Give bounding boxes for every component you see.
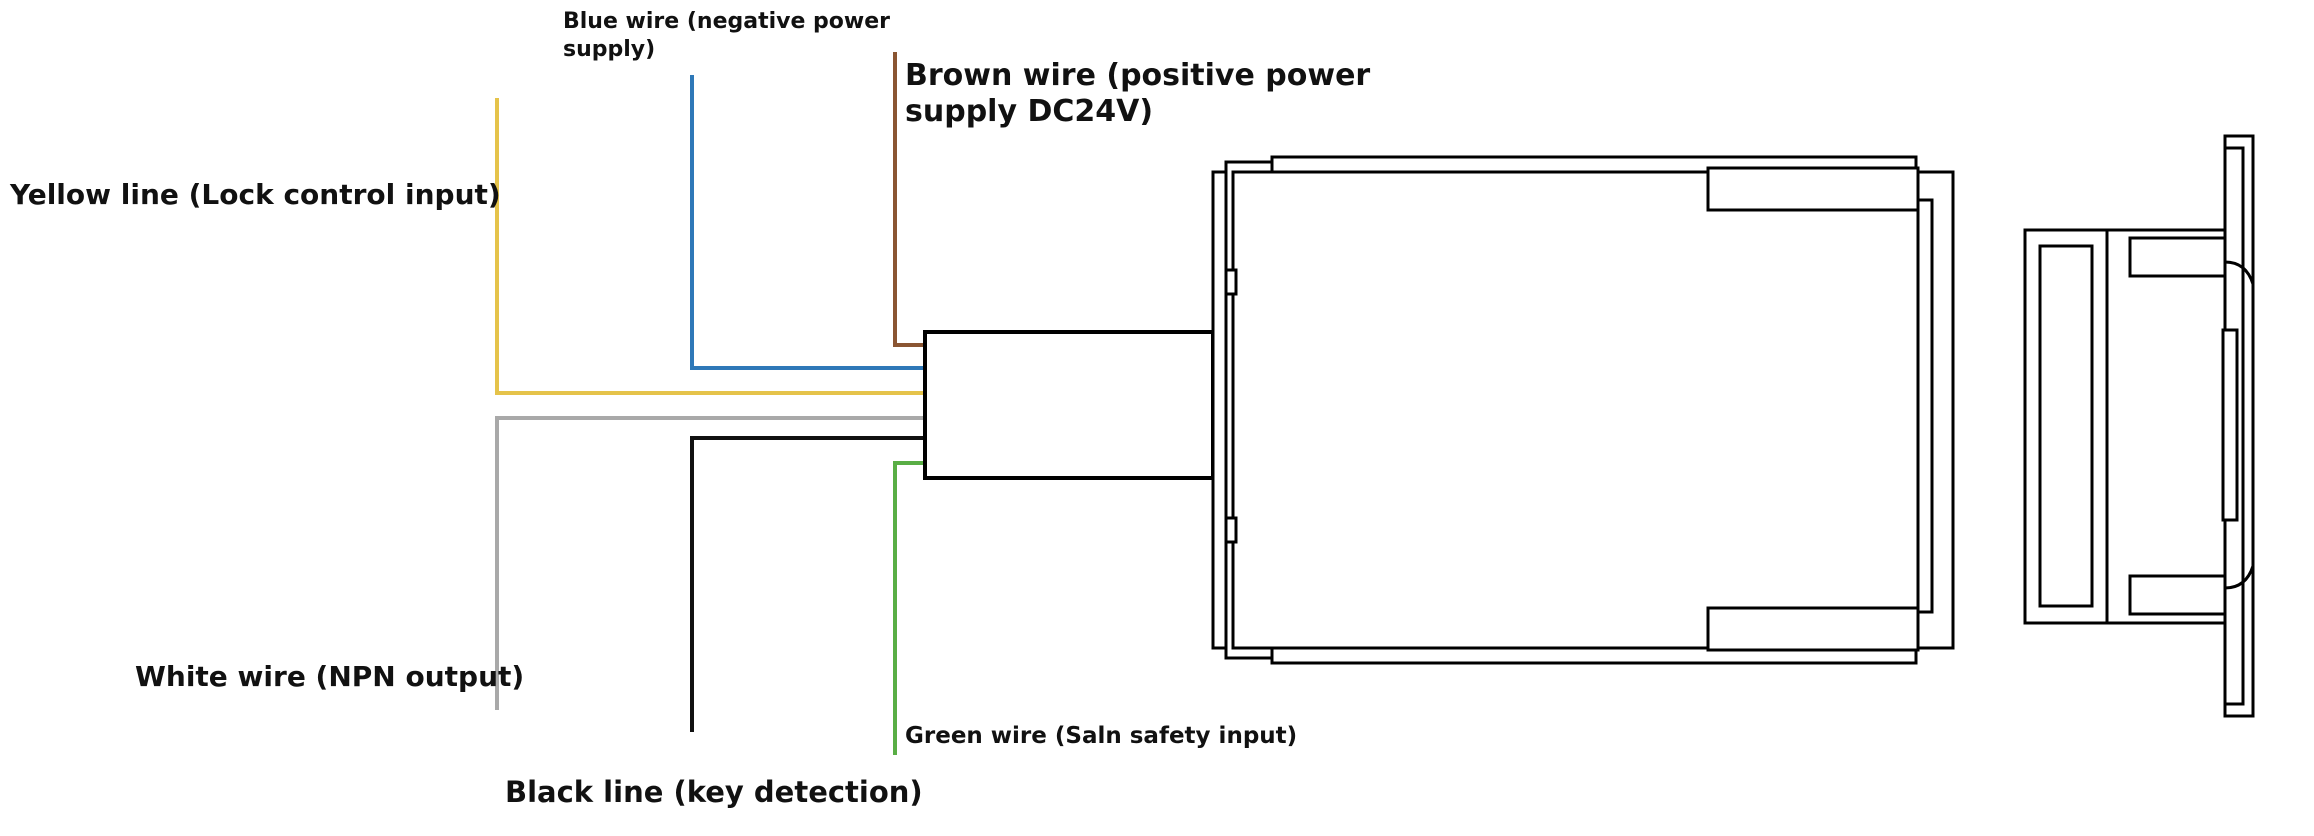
blue-wire: [690, 75, 925, 370]
green-wire-label: Green wire (Saln safety input): [905, 723, 1297, 749]
black-wire: [690, 436, 925, 732]
yellow-wire: [495, 98, 925, 395]
yellow-wire-label: Yellow line (Lock control input): [9, 178, 501, 211]
cable-sleeve: [923, 330, 1215, 480]
black-wire-label: Black line (key detection): [505, 775, 923, 809]
brown-wire: [893, 52, 925, 347]
white-wire: [495, 416, 925, 710]
actuator-key: [2023, 134, 2255, 718]
blue-wire-label: Blue wire (negative power supply): [563, 9, 898, 62]
white-wire-label: White wire (NPN output): [135, 660, 524, 693]
green-wire: [893, 461, 925, 755]
brown-wire-label: Brown wire (positive power supply DC24V): [905, 58, 1381, 129]
lock-body: [1211, 155, 1955, 665]
